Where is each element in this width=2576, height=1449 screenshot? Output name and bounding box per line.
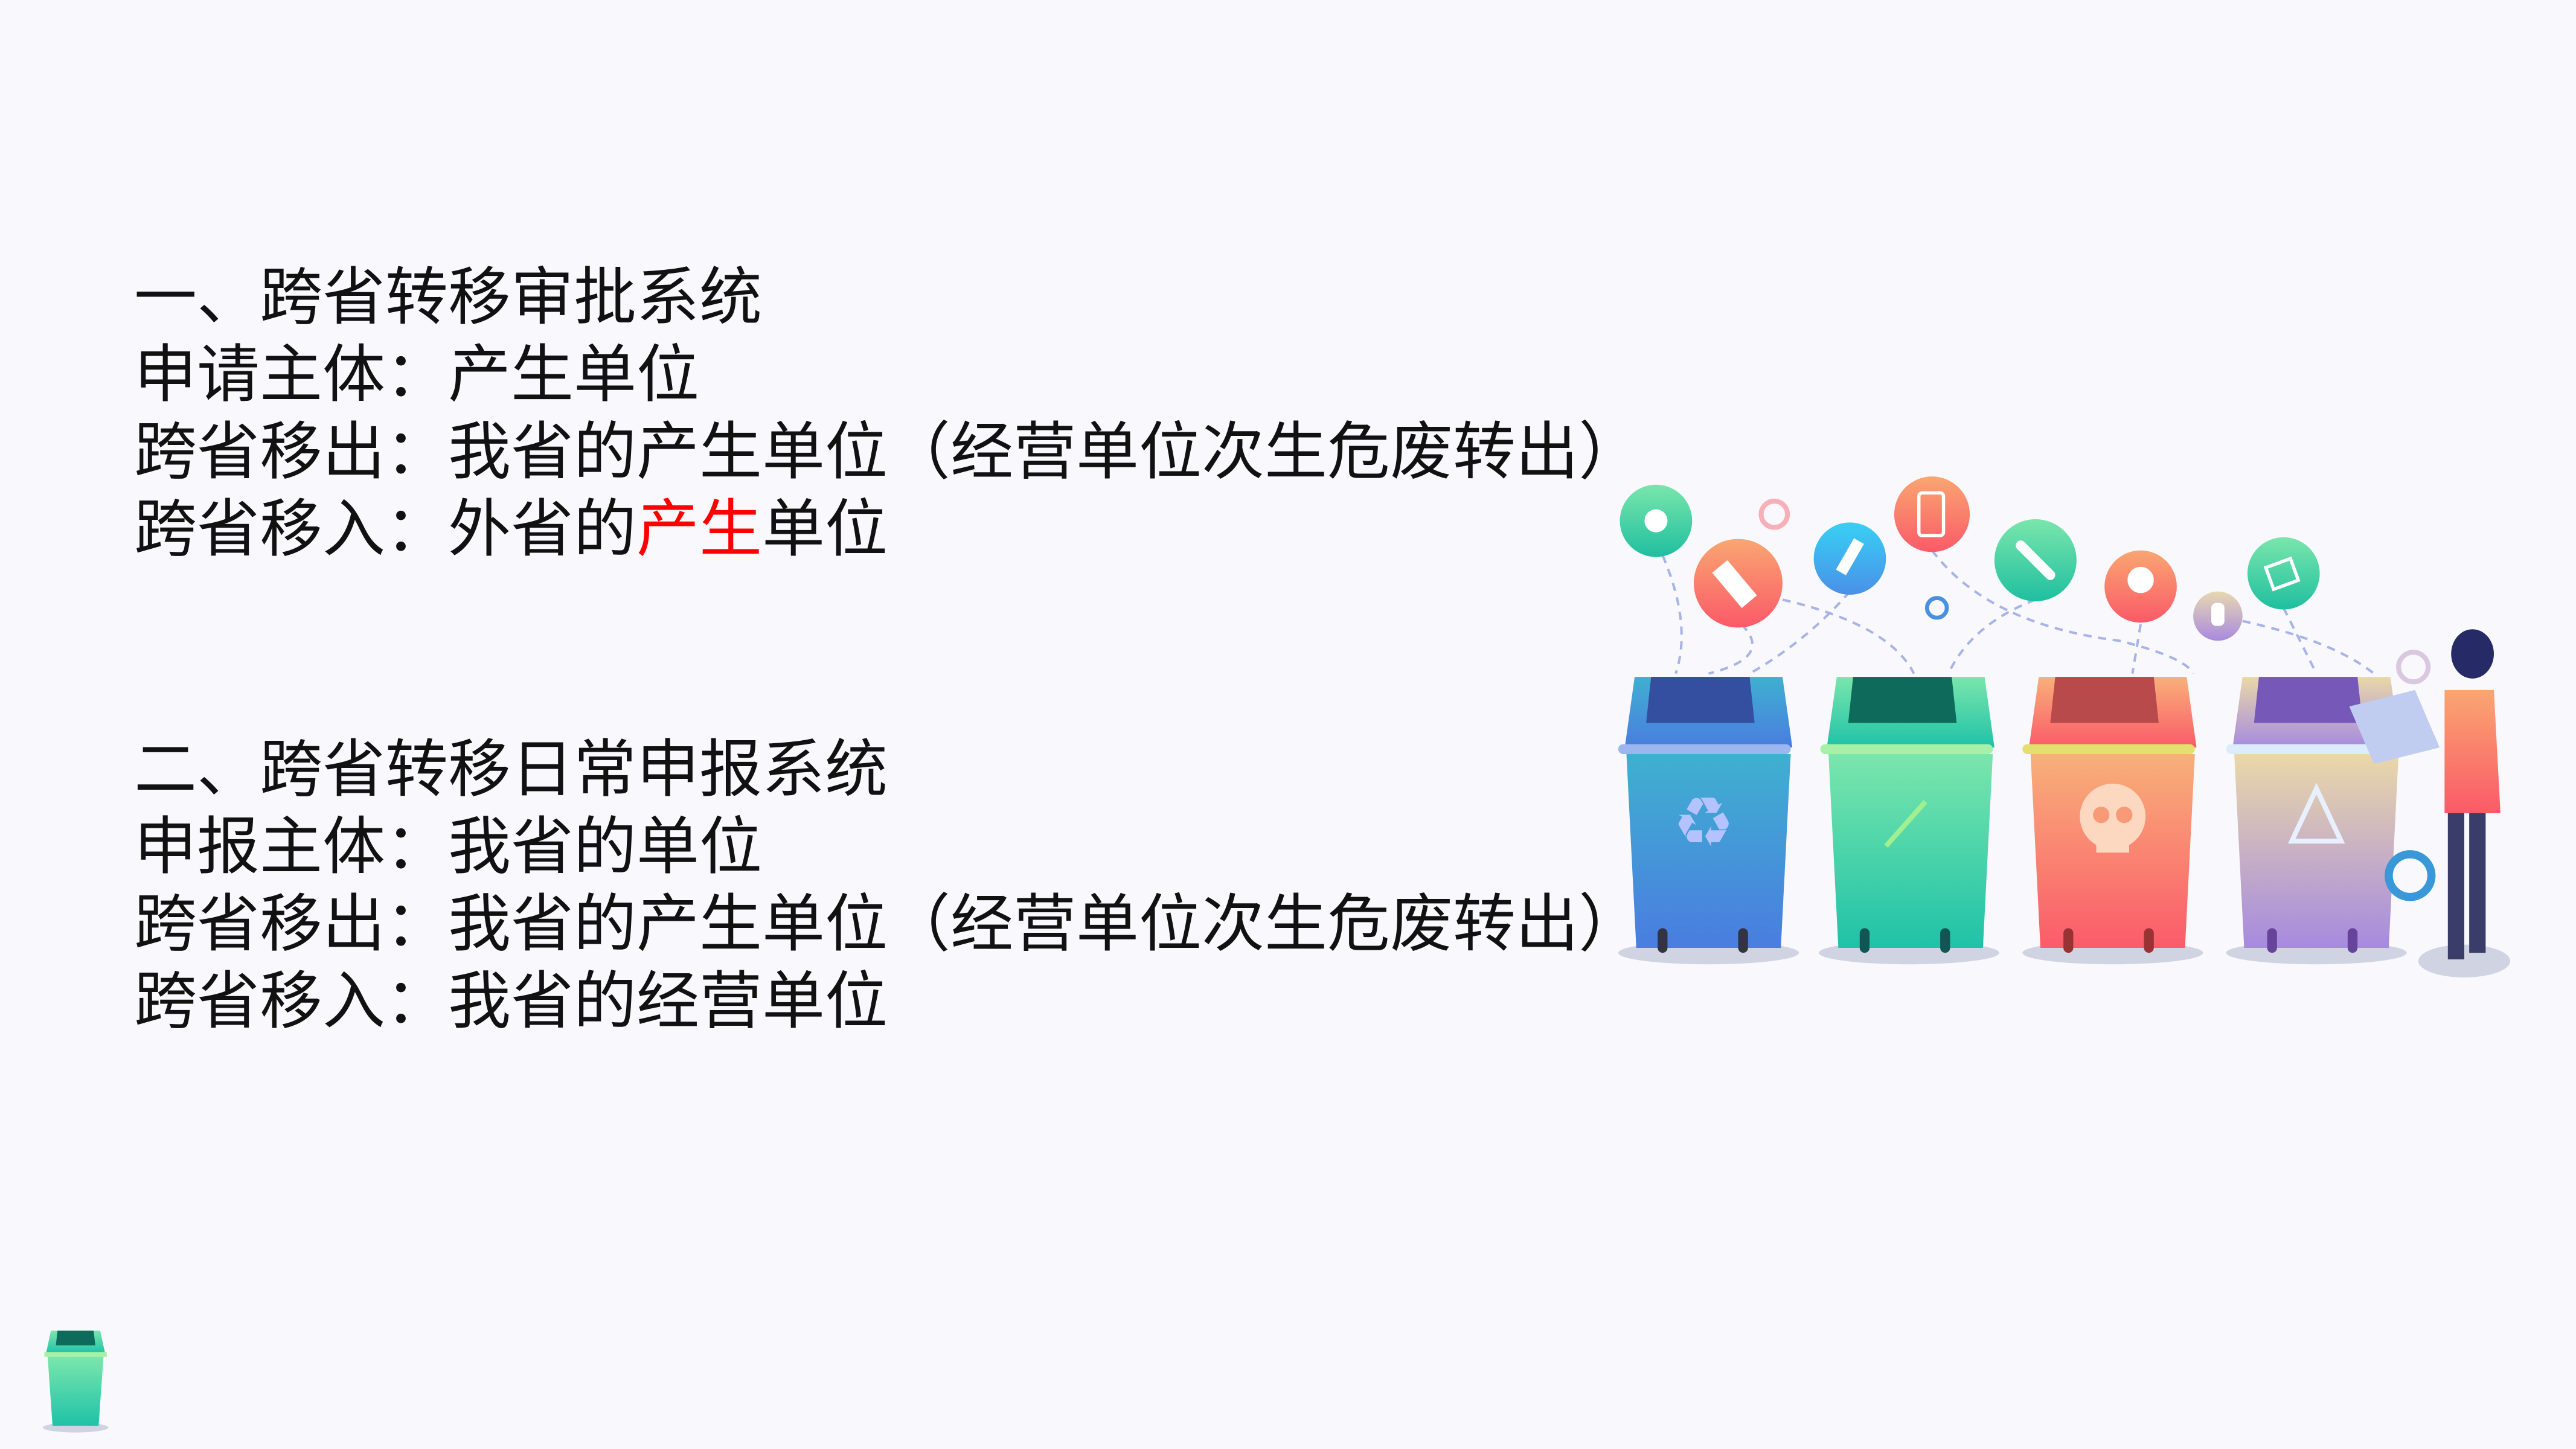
inbound-line: 跨省移入：外省的产生单位 bbox=[134, 490, 1641, 568]
ring-icon bbox=[1924, 596, 1949, 620]
trash-bin-other bbox=[2226, 677, 2407, 965]
ring-icon bbox=[1758, 498, 1790, 530]
inbound-highlight: 产生 bbox=[636, 492, 763, 566]
section-approval-system: 一、跨省转移审批系统 申请主体：产生单位 跨省移出：我省的产生单位（经营单位次生… bbox=[134, 258, 1641, 568]
trash-bin-hazardous bbox=[2022, 677, 2203, 965]
section-title: 一、跨省转移审批系统 bbox=[134, 260, 763, 334]
section-title: 二、跨省转移日常申报系统 bbox=[134, 732, 888, 806]
outbound-line: 跨省移出：我省的产生单位（经营单位次生危废转出） bbox=[134, 415, 1642, 488]
inbound-suffix: 单位 bbox=[762, 492, 888, 566]
inbound-prefix: 跨省移入：外省的 bbox=[134, 492, 637, 566]
recycle-icon: ♻ bbox=[1673, 782, 1734, 862]
ring-icon bbox=[2385, 850, 2436, 901]
small-bin-logo bbox=[42, 1330, 109, 1433]
reporter-line: 申报主体：我省的单位 bbox=[134, 810, 763, 883]
fishbone-icon bbox=[1884, 800, 1927, 848]
paper-roll-icon bbox=[2247, 537, 2320, 610]
document-icon bbox=[2349, 689, 2440, 764]
skull-icon bbox=[2080, 783, 2146, 853]
waste-item-icons bbox=[1620, 476, 2436, 901]
ring-icon bbox=[2396, 650, 2431, 685]
person-figure bbox=[2349, 629, 2511, 977]
section-daily-report-system: 二、跨省转移日常申报系统 申报主体：我省的单位 跨省移出：我省的产生单位（经营单… bbox=[134, 731, 1641, 1040]
phone-icon bbox=[1894, 476, 1970, 552]
trash-bin-kitchen bbox=[1818, 677, 2000, 965]
tree-icon bbox=[2287, 782, 2345, 844]
trash-bin-recyclable: ♻ bbox=[1618, 677, 1799, 965]
dashed-paths bbox=[1661, 549, 2375, 675]
outbound-line: 跨省移出：我省的产生单位（经营单位次生危废转出） bbox=[134, 887, 1642, 961]
applicant-line: 申请主体：产生单位 bbox=[134, 337, 700, 411]
inbound-line: 跨省移入：我省的经营单位 bbox=[134, 964, 888, 1038]
